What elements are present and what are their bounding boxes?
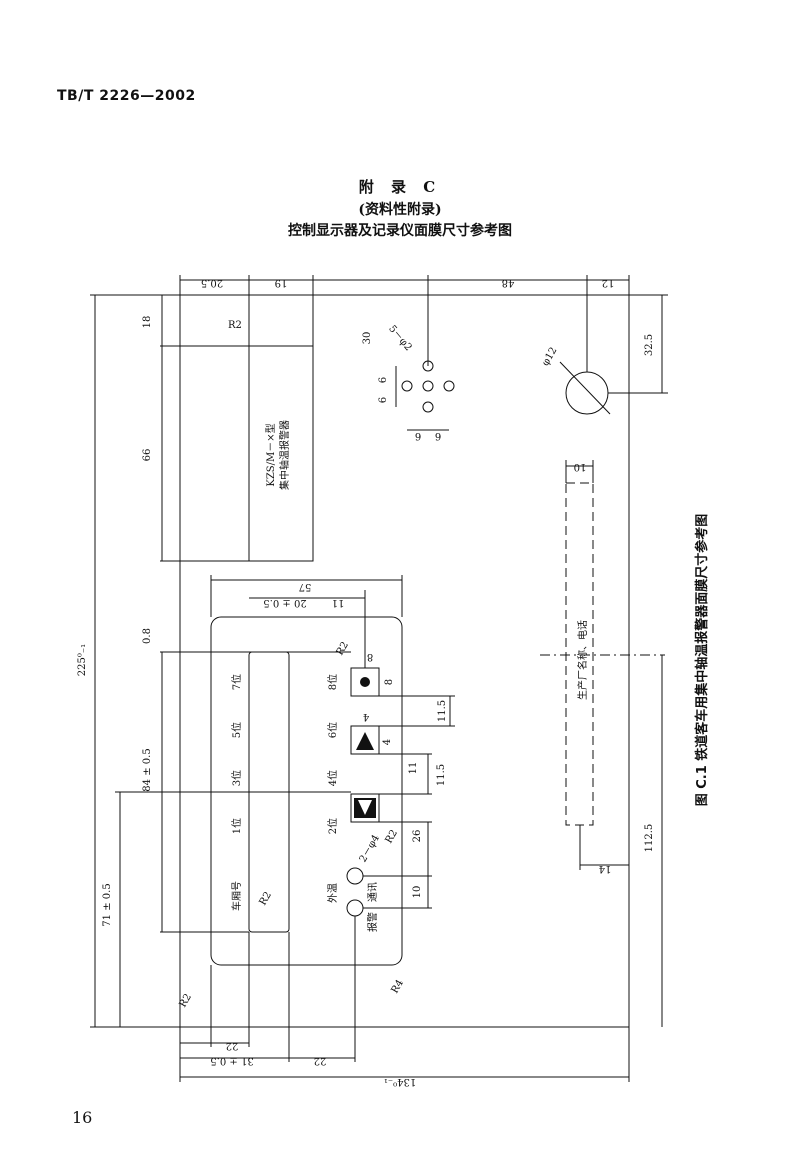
round-hole [565, 371, 609, 415]
dim-30: 30 [362, 332, 373, 345]
dim-134: 134⁰₋₁ [384, 1076, 416, 1087]
dim-57: 57 [299, 581, 312, 592]
dim-11-5b: 11.5 [436, 764, 447, 786]
pos-4: 4位 [326, 770, 339, 786]
dim-phi4: 2－φ4 [358, 833, 382, 864]
standard-number: TB/T 2226—2002 [57, 88, 196, 104]
label-plate [248, 345, 314, 562]
outside-temp-label: 外温 [327, 883, 339, 903]
dim-6c: 6 [415, 430, 421, 441]
dim-20-5: 20.5 [201, 277, 223, 288]
dim-18: 18 [142, 316, 153, 329]
dim-r2-top: R2 [228, 320, 242, 331]
dim-r2-low: R2 [384, 828, 400, 846]
pos-2: 2位 [326, 818, 339, 834]
appendix-title: 附 录 C [358, 178, 442, 196]
dim-phi12: φ12 [540, 345, 559, 368]
button-6 [350, 725, 380, 755]
dim-6b: 6 [378, 397, 389, 403]
button-2 [350, 793, 380, 823]
dim-11: 11 [332, 597, 345, 608]
dim-10: 10 [412, 886, 423, 899]
dim-112-5: 112.5 [644, 824, 655, 853]
appendix-nature: (资料性附录) [358, 202, 442, 218]
dim-48: 48 [502, 277, 515, 288]
car-number-label: 车厢号 [230, 881, 243, 911]
figure-caption: 图 C.1 铁道客车用集中轴温报警器面膜尺寸参考图 [694, 514, 710, 807]
device-label-line2: 集中轴温报警器 [278, 420, 291, 490]
dim-22b: 22 [314, 1055, 327, 1066]
communication-label: 通讯 [367, 882, 379, 902]
holes-note: 5－φ2 [386, 323, 414, 353]
dim-8b: 8 [384, 679, 395, 685]
manufacturer-text: 生产厂名称、电话 [576, 620, 589, 700]
dim-22a: 22 [226, 1040, 239, 1051]
dim-r2-mid: R2 [335, 640, 351, 658]
pos-3: 3位 [230, 770, 243, 786]
dim-71: 71 ± 0.5 [102, 883, 113, 926]
pos-1: 1位 [230, 818, 243, 834]
dim-8a: 8 [367, 651, 373, 662]
pos-6: 6位 [326, 722, 339, 738]
dim-84: 84 ± 0.5 [142, 748, 153, 791]
panel-outline [179, 294, 630, 1028]
dim-26: 26 [412, 830, 423, 843]
dim-20: 20 ± 0.5 [263, 597, 306, 608]
device-label-line1: KZS/M－×型 [264, 423, 277, 486]
dim-4b: 4 [382, 739, 393, 745]
dim-6a: 6 [378, 377, 389, 383]
dim-0-8: 0.8 [142, 628, 153, 644]
dim-11-5a: 11.5 [437, 700, 448, 722]
dim-14: 14 [599, 863, 612, 874]
dim-11: 11 [408, 762, 419, 775]
page-number: 16 [72, 1108, 93, 1127]
dim-31: 31 ± 0.5 [210, 1055, 253, 1066]
led-alarm [346, 899, 364, 917]
dim-32-5: 32.5 [644, 334, 655, 356]
dim-r2-display: R2 [258, 890, 274, 908]
pos-8: 8位 [326, 674, 339, 690]
dim-225: 225⁰₋₁ [77, 644, 88, 676]
dim-66: 66 [142, 449, 153, 462]
pos-7: 7位 [230, 674, 243, 690]
pos-5: 5位 [230, 722, 243, 738]
dim-4a: 4 [363, 711, 369, 722]
display-panel [210, 616, 403, 966]
dim-6d: 6 [435, 430, 441, 441]
led-communication [346, 867, 364, 885]
appendix-subtitle: 控制显示器及记录仪面膜尺寸参考图 [288, 223, 512, 239]
dim-19: 19 [275, 277, 288, 288]
dim-r4: R4 [390, 978, 406, 996]
alarm-label: 报警 [366, 912, 379, 932]
dim-12: 12 [602, 277, 615, 288]
dim-slot-10: 10 [574, 461, 587, 472]
